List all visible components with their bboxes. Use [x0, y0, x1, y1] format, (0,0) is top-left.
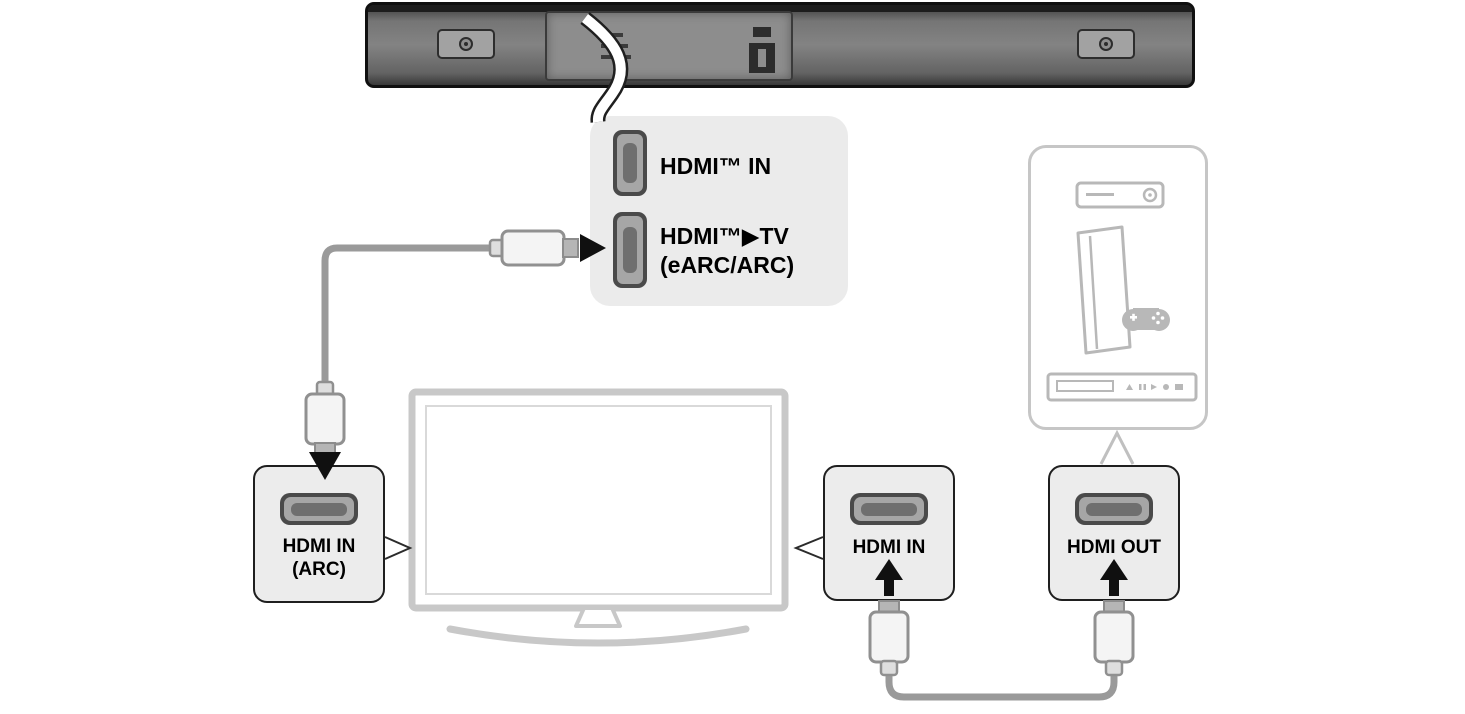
hdmi-plug-icon: [304, 380, 346, 456]
hdmi-plug-icon: [1093, 600, 1135, 677]
hdmi-plug-icon: [868, 600, 910, 677]
tv-hdmi-arc-box: HDMI IN (ARC): [253, 465, 385, 603]
soundbar-top-edge: [368, 5, 1192, 12]
tv-in-label: HDMI IN: [852, 537, 926, 558]
rear-panel-labels: [601, 44, 628, 48]
tv-arc-label-line2: (ARC): [292, 559, 346, 580]
soundbar-rear: [365, 2, 1195, 88]
tv-stand-neck: [574, 606, 622, 628]
hdmi-in-port-label: HDMI™ IN: [660, 153, 772, 179]
callout-tail-arc-box: [384, 536, 413, 560]
screw-hole-icon: [459, 37, 473, 51]
device-hdmi-out-box: HDMI OUT: [1048, 465, 1180, 601]
mount-plate-right: [1077, 29, 1135, 59]
device-out-label: HDMI OUT: [1067, 537, 1161, 558]
callout-tail-devices-box: [1099, 429, 1135, 465]
rear-connection-panel: [545, 11, 793, 81]
source-devices-box: [1028, 145, 1208, 430]
callout-tail-hdmi-in-box: [793, 536, 824, 560]
hdmi-cable: [321, 244, 496, 390]
rear-port-cutout: [753, 27, 771, 37]
hdmi-plug-icon: [488, 229, 579, 267]
screw-hole-icon: [1099, 37, 1113, 51]
tv-outline: [408, 388, 789, 647]
tv-arc-label-line1: HDMI IN: [282, 536, 356, 557]
hdmi-tv-port-label-line2: (eARC/ARC): [660, 252, 795, 278]
rear-panel-labels: [601, 55, 631, 59]
rear-panel-labels: [601, 33, 623, 37]
ports-callout: HDMI™ IN HDMI™▶TV (eARC/ARC): [590, 116, 848, 306]
hdmi-cable: [885, 668, 1118, 701]
mount-plate-left: [437, 29, 495, 59]
power-port-cutout: [749, 43, 775, 73]
tv-hdmi-in-box: HDMI IN: [823, 465, 955, 601]
tv-stand-base: [446, 625, 750, 647]
hdmi-tv-port-label-line1: HDMI™▶TV: [660, 223, 789, 249]
